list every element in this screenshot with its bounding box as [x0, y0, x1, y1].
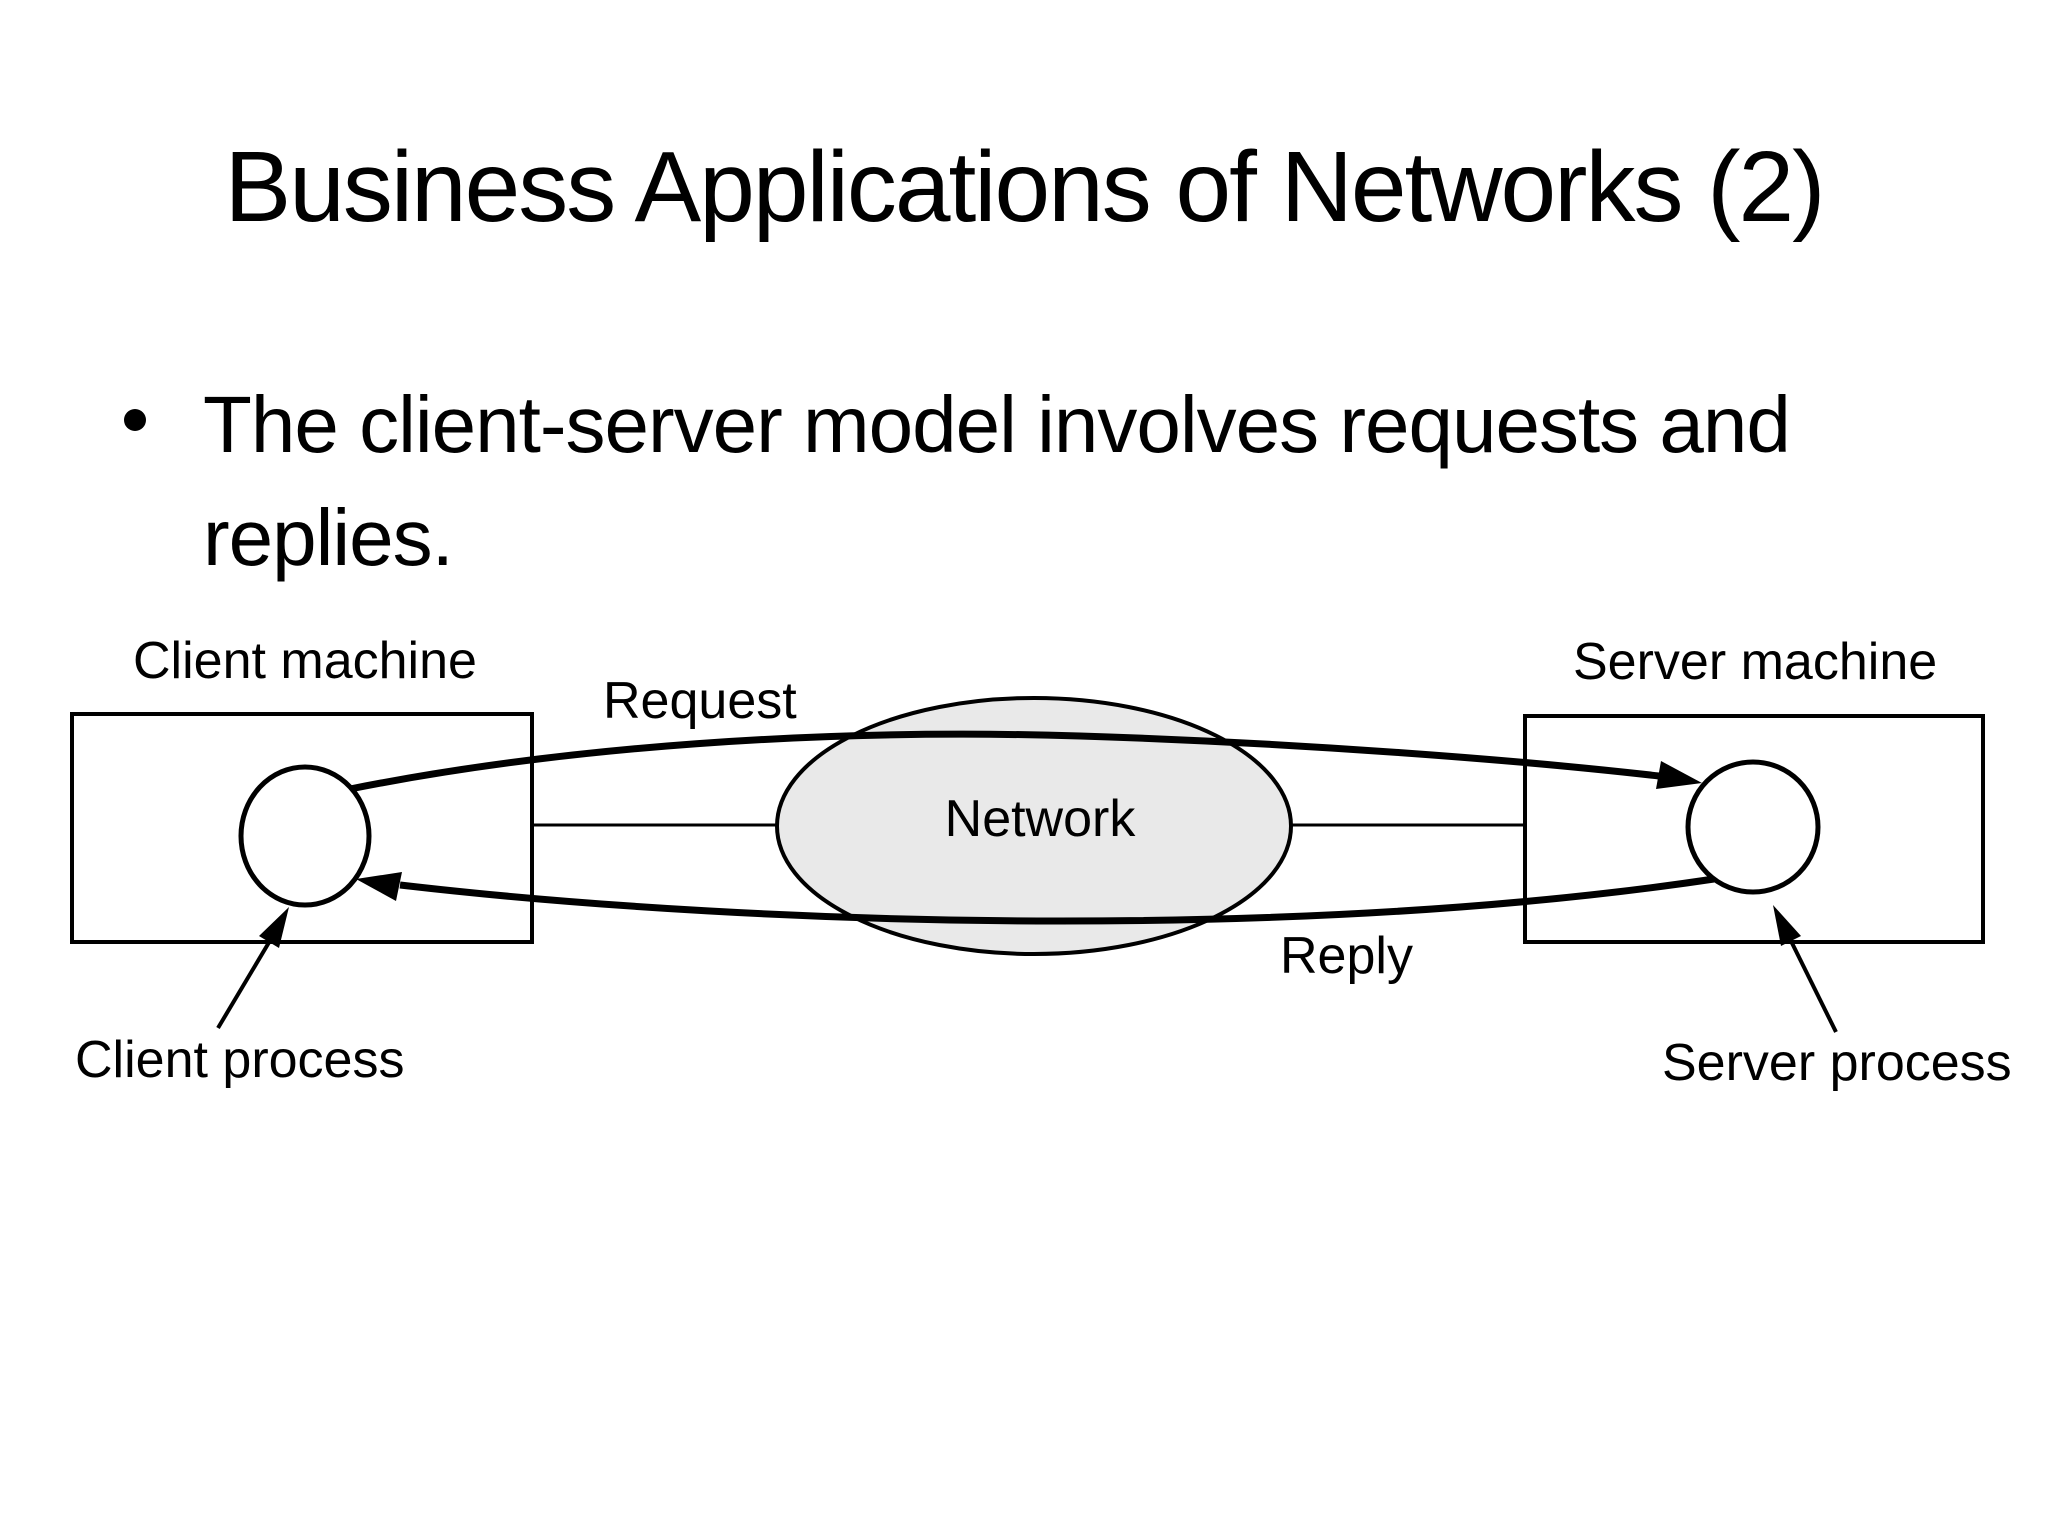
request-label: Request: [603, 672, 797, 730]
bullet-marker: [124, 409, 146, 431]
page-title: Business Applications of Networks (2): [224, 131, 1826, 243]
network-ellipse: [775, 696, 1293, 956]
client-process-pointer-arrowhead-icon: [259, 907, 289, 948]
server-process-pointer-line: [1789, 940, 1838, 1033]
client-process-label: Client process: [75, 1031, 404, 1089]
server-process-pointer-arrowhead-icon: [1773, 905, 1801, 946]
server-process-label: Server process: [1662, 1034, 2012, 1092]
reply-arrowhead-icon: [356, 872, 402, 901]
bullet-item: The client-server model involves request…: [124, 368, 1903, 594]
client-process-pointer-line: [216, 937, 273, 1030]
reply-label: Reply: [1280, 927, 1413, 985]
request-arrow-line: [349, 730, 1660, 793]
request-arrowhead-icon: [1656, 761, 1702, 789]
network-label: Network: [945, 790, 1137, 848]
reply-arrow-line: [399, 875, 1715, 925]
bullet-text: The client-server model involves request…: [203, 380, 1791, 582]
server-machine-label: Server machine: [1573, 633, 1937, 691]
server-process-circle: [1685, 759, 1821, 895]
client-process-circle: [238, 764, 372, 908]
client-server-diagram: Client machine Server machine Request Re…: [70, 632, 2012, 1092]
client-machine-label: Client machine: [133, 632, 477, 690]
